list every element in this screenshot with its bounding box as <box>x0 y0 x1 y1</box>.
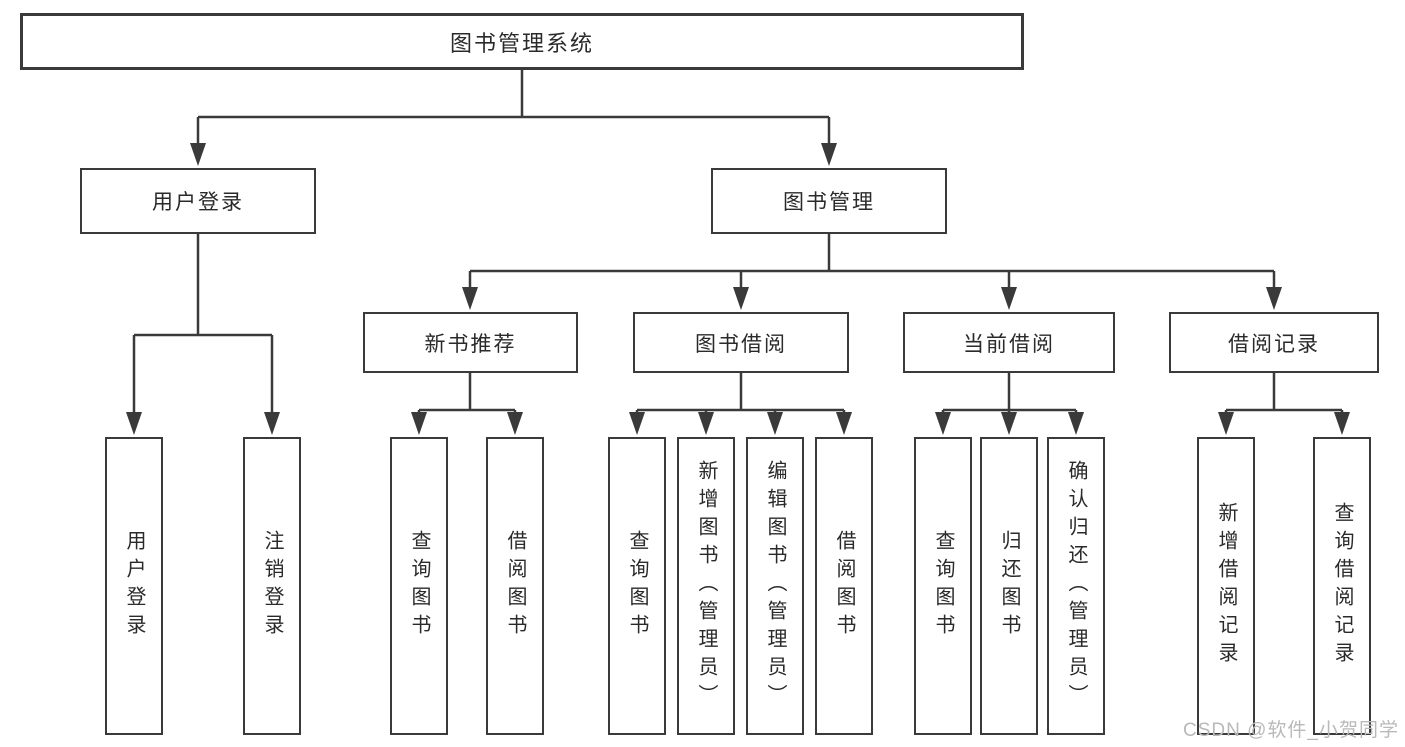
leaf-newbooks-query-label: 查询图书 <box>408 530 430 642</box>
leaf-records-add: 新增借阅记录 <box>1197 437 1255 735</box>
leaf-records-query: 查询借阅记录 <box>1313 437 1371 735</box>
arrowhead-icon <box>767 412 783 435</box>
arrowhead-icon <box>629 412 645 435</box>
arrowhead-icon <box>1001 412 1017 435</box>
leaf-borrow-edit-admin: 编辑图书（管理员） <box>746 437 804 735</box>
node-book-borrowing-label: 图书借阅 <box>695 332 787 356</box>
leaf-newbooks-borrow: 借阅图书 <box>486 437 544 735</box>
arrowheads <box>126 143 1350 435</box>
arrowhead-icon <box>1218 412 1234 435</box>
arrowhead-icon <box>1334 412 1350 435</box>
leaf-borrow-add-admin-label: 新增图书（管理员） <box>695 460 717 712</box>
leaf-current-query-label: 查询图书 <box>932 530 954 642</box>
arrowhead-icon <box>190 143 206 166</box>
arrowhead-icon <box>698 412 714 435</box>
leaf-current-confirm-admin-label: 确认归还（管理员） <box>1065 460 1087 712</box>
node-book-management: 图书管理 <box>711 168 947 234</box>
node-borrowing-records: 借阅记录 <box>1169 312 1379 373</box>
leaf-newbooks-query: 查询图书 <box>390 437 448 735</box>
arrowhead-icon <box>935 412 951 435</box>
arrowhead-icon <box>821 143 837 166</box>
arrowhead-icon <box>462 287 478 310</box>
leaf-user-login: 用户登录 <box>105 437 163 735</box>
leaf-borrow-borrow-label: 借阅图书 <box>833 530 855 642</box>
leaf-records-query-label: 查询借阅记录 <box>1331 502 1353 670</box>
node-library-system: 图书管理系统 <box>20 13 1024 70</box>
arrowhead-icon <box>264 412 280 435</box>
arrowhead-icon <box>1266 287 1282 310</box>
leaf-borrow-add-admin: 新增图书（管理员） <box>677 437 735 735</box>
node-borrowing-records-label: 借阅记录 <box>1228 332 1320 356</box>
leaf-current-confirm-admin: 确认归还（管理员） <box>1047 437 1105 735</box>
arrowhead-icon <box>507 412 523 435</box>
leaf-borrow-edit-admin-label: 编辑图书（管理员） <box>764 460 786 712</box>
node-library-system-label: 图书管理系统 <box>449 30 594 56</box>
node-book-management-label: 图书管理 <box>783 191 875 214</box>
node-user-login: 用户登录 <box>80 168 316 234</box>
arrowhead-icon <box>1001 287 1017 310</box>
leaf-current-return: 归还图书 <box>980 437 1038 735</box>
node-book-borrowing: 图书借阅 <box>633 312 849 373</box>
node-new-book-recommend-label: 新书推荐 <box>424 332 517 356</box>
arrowhead-icon <box>836 412 852 435</box>
node-current-borrowing-label: 当前借阅 <box>963 332 1055 356</box>
leaf-borrow-borrow: 借阅图书 <box>815 437 873 735</box>
leaf-logout: 注销登录 <box>243 437 301 735</box>
leaf-current-query: 查询图书 <box>914 437 972 735</box>
leaf-current-return-label: 归还图书 <box>998 530 1020 642</box>
node-user-login-label: 用户登录 <box>152 191 244 214</box>
leaf-logout-label: 注销登录 <box>261 530 283 642</box>
arrowhead-icon <box>733 287 749 310</box>
node-new-book-recommend: 新书推荐 <box>363 312 578 373</box>
leaf-borrow-query: 查询图书 <box>608 437 666 735</box>
arrowhead-icon <box>126 412 142 435</box>
leaf-newbooks-borrow-label: 借阅图书 <box>504 530 526 642</box>
arrowhead-icon <box>411 412 427 435</box>
leaf-borrow-query-label: 查询图书 <box>626 530 648 642</box>
leaf-user-login-label: 用户登录 <box>123 530 145 642</box>
leaf-records-add-label: 新增借阅记录 <box>1215 502 1237 670</box>
arrowhead-icon <box>1068 412 1084 435</box>
node-current-borrowing: 当前借阅 <box>903 312 1115 373</box>
